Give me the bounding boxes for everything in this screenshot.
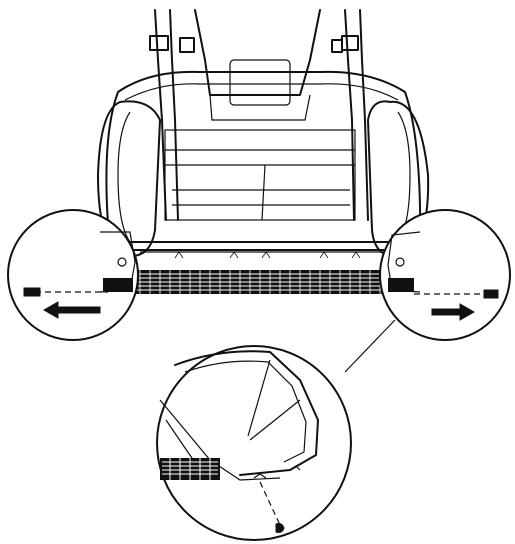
- detail-panel-edge: [247, 359, 301, 441]
- detail-pin: [275, 523, 285, 533]
- right-handle-inner: [344, 9, 355, 221]
- right-callout-circle: [379, 209, 511, 341]
- deck-outline: [105, 70, 422, 251]
- grass-bag-outline: [194, 9, 321, 96]
- bag-lower-edge: [209, 94, 311, 121]
- detail-leader-line: [344, 319, 396, 373]
- detail-brush-texture: [162, 458, 218, 480]
- detail-frame-rail: [159, 399, 281, 481]
- frame-slats: [172, 189, 350, 206]
- detail-callout-circle: [156, 345, 352, 541]
- left-pin: [23, 287, 41, 297]
- brush-bristles: [115, 273, 410, 291]
- left-callout-circle: [7, 209, 139, 341]
- right-callout-brush: [388, 278, 414, 292]
- left-callout-hole: [117, 257, 127, 267]
- arrow-left: [42, 301, 101, 319]
- arrow-right: [431, 303, 476, 321]
- left-handle-knob: [149, 35, 169, 51]
- deck-ridge: [124, 83, 399, 101]
- left-wheel-tread: [117, 111, 131, 243]
- rear-flap: [107, 241, 419, 294]
- left-callout: [7, 209, 139, 341]
- rear-frame: [164, 129, 356, 221]
- right-handle-knob: [341, 35, 359, 51]
- bag-handle-slot: [229, 59, 291, 106]
- right-callout: [379, 209, 511, 341]
- detail-housing-outline: [174, 350, 319, 476]
- frame-center-line: [261, 164, 266, 221]
- left-handle-inner: [169, 9, 179, 221]
- right-callout-hole: [395, 257, 405, 267]
- mower-body: [105, 70, 422, 251]
- detail-callout: [156, 345, 352, 541]
- handle-assembly: [149, 9, 369, 221]
- rear-wheels: [97, 100, 430, 258]
- detail-fasteners: [253, 465, 301, 479]
- left-callout-brush: [103, 278, 133, 292]
- right-handle-outer: [359, 9, 369, 221]
- right-pin: [483, 289, 499, 299]
- detail-housing-inner: [184, 360, 307, 463]
- left-handle-clamp: [179, 37, 195, 53]
- detail-pin-path: [259, 481, 281, 526]
- right-handle-clamp: [331, 39, 343, 53]
- flap-rivets: [174, 251, 361, 259]
